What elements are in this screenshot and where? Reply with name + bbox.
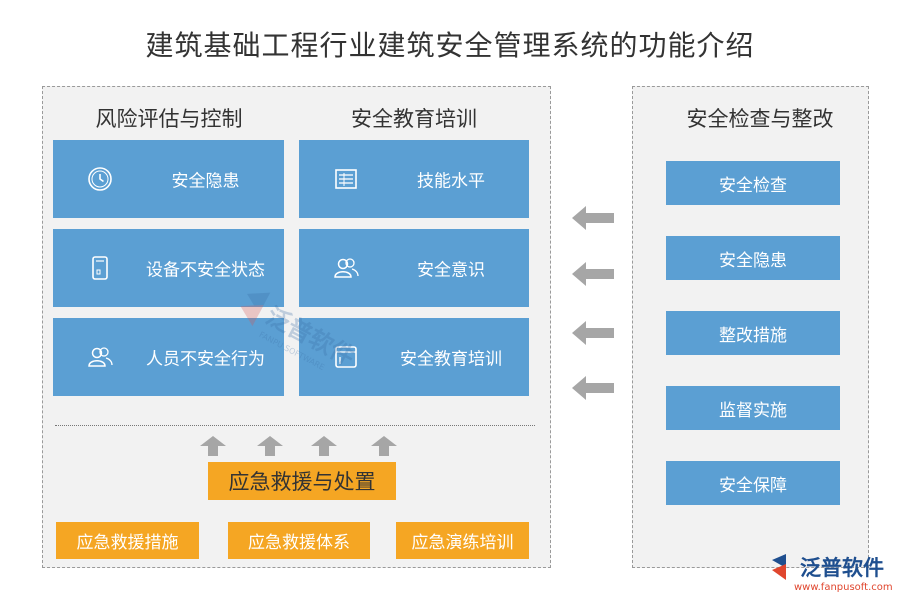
tile-personnel-unsafe-behavior[interactable]: 人员不安全行为 — [53, 318, 284, 396]
document-list-icon — [335, 169, 357, 189]
brand-logo: 泛普软件 www.fanpusoft.com — [768, 552, 896, 598]
safety-training-heading: 安全教育培训 — [351, 107, 477, 131]
section-divider — [55, 425, 535, 426]
window-icon — [335, 346, 357, 368]
users-icon — [334, 258, 359, 278]
tile-label: 安全意识 — [417, 260, 485, 281]
emergency-measures-button[interactable]: 应急救援措施 — [56, 522, 199, 559]
inspection-rectification-heading: 安全检查与整改 — [686, 107, 834, 131]
emergency-system-button[interactable]: 应急救援体系 — [228, 522, 370, 559]
safety-inspection-button[interactable]: 安全检查 — [666, 161, 840, 205]
tile-hidden-danger[interactable]: 安全隐患 — [53, 140, 284, 218]
page-title: 建筑基础工程行业建筑安全管理系统的功能介绍 — [145, 29, 755, 62]
safety-guarantee-button[interactable]: 安全保障 — [666, 461, 840, 505]
up-arrow-icon — [371, 436, 397, 456]
brand-mark-icon — [772, 554, 786, 580]
up-arrow-icon — [311, 436, 337, 456]
brand-name: 泛普软件 — [800, 556, 884, 580]
left-arrow-icon — [572, 262, 614, 286]
tile-label: 安全隐患 — [171, 171, 240, 192]
tile-safety-education-training[interactable]: 安全教育培训 — [299, 318, 529, 396]
emergency-drill-training-button[interactable]: 应急演练培训 — [396, 522, 529, 559]
brand-url: www.fanpusoft.com — [794, 582, 893, 593]
tile-safety-awareness[interactable]: 安全意识 — [299, 229, 529, 307]
tile-label: 设备不安全状态 — [146, 260, 265, 281]
supervision-implementation-button[interactable]: 监督实施 — [666, 386, 840, 430]
emergency-response-heading[interactable]: 应急救援与处置 — [208, 462, 396, 500]
up-arrow-icon — [200, 436, 226, 456]
safety-hazard-button[interactable]: 安全隐患 — [666, 236, 840, 280]
tile-label: 安全教育培训 — [400, 349, 502, 370]
left-arrow-icon — [572, 321, 614, 345]
up-arrow-icon — [257, 436, 283, 456]
risk-assessment-heading: 风险评估与控制 — [95, 107, 243, 131]
rectification-measures-button[interactable]: 整改措施 — [666, 311, 840, 355]
left-arrow-icon — [572, 206, 614, 230]
tile-equipment-unsafe-state[interactable]: 设备不安全状态 — [53, 229, 284, 307]
tile-skill-level[interactable]: 技能水平 — [299, 140, 529, 218]
tile-label: 技能水平 — [417, 171, 485, 192]
tile-label: 人员不安全行为 — [146, 349, 265, 370]
users-icon — [88, 347, 113, 367]
left-arrow-icon — [572, 376, 614, 400]
clock-icon — [88, 167, 112, 191]
tablet-icon — [92, 256, 108, 280]
